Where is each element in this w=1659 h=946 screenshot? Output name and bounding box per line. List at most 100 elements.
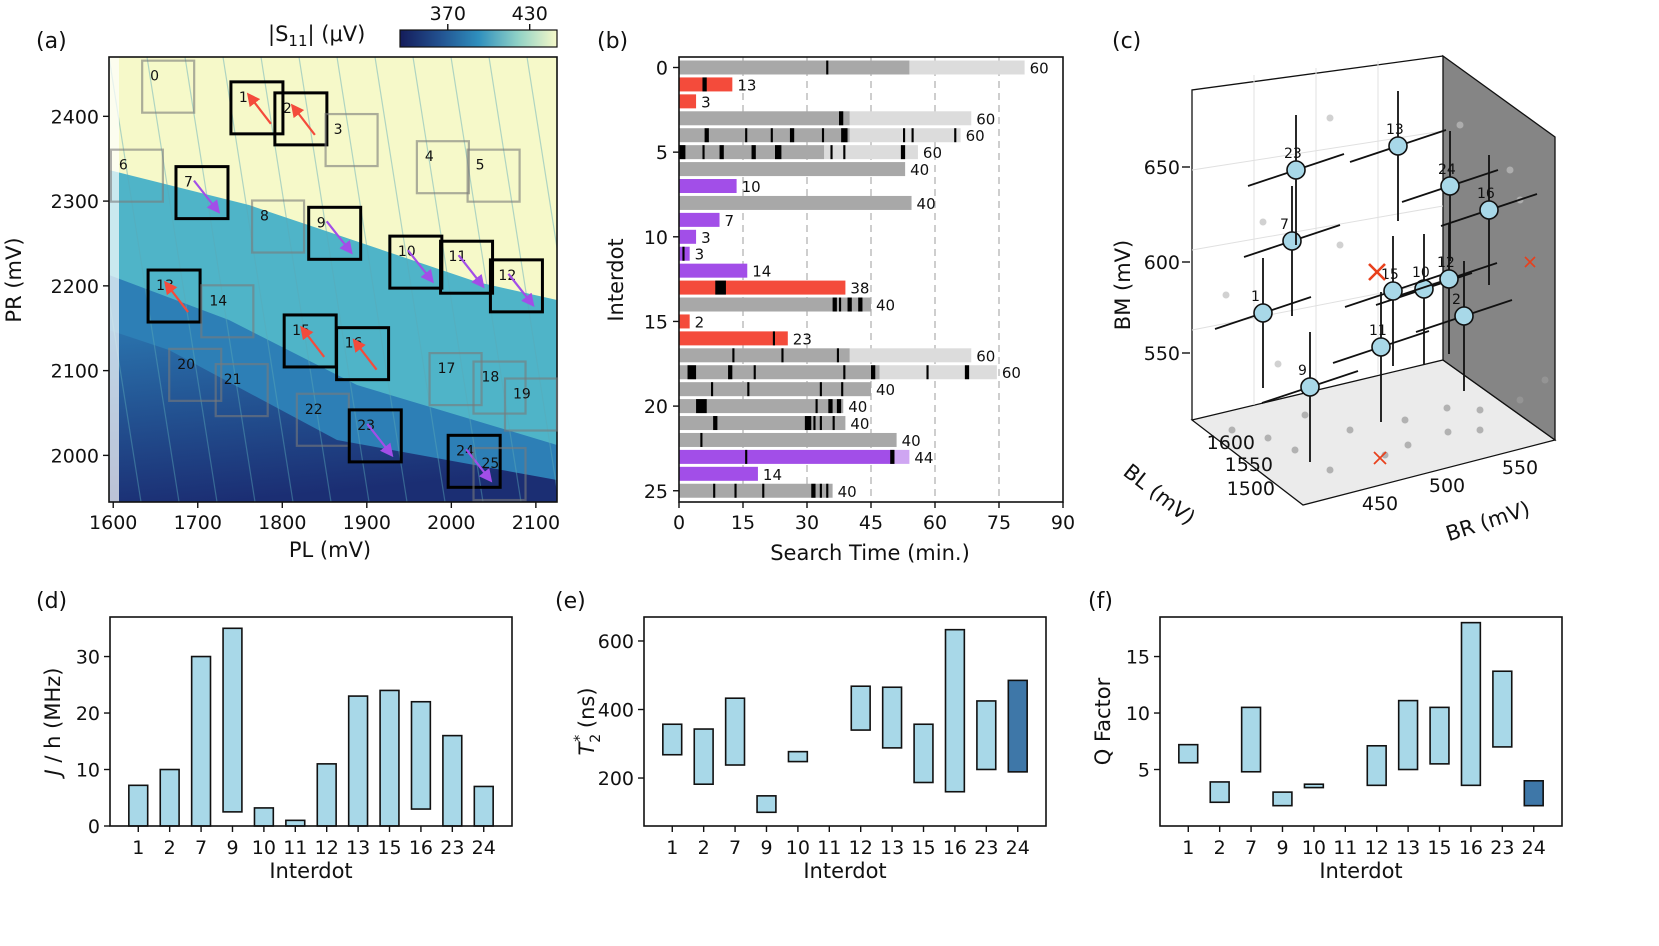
bar-value-label: 23 [793,330,812,348]
panel-frame [643,616,1047,827]
projection-shadow [1228,426,1236,434]
search-bar [679,60,910,75]
panel-b-xtick-label: 15 [731,512,755,534]
projection-shadow [1274,360,1282,368]
panel-a-xtick-label: 1700 [174,512,222,534]
ylabel: J / h (MHz) [41,668,65,780]
range-bar [787,750,809,763]
xtick-label: 13 [346,837,370,859]
range-bar [190,655,212,827]
projection-shadow [1404,441,1412,449]
bar-value-label: 7 [725,212,735,230]
bar-value-label: 40 [910,161,929,179]
bar-value-label: 44 [914,449,933,467]
xtick-label: 12 [849,837,873,859]
panel-a-ytick-label: 2100 [51,361,99,383]
xlabel: Interdot [803,859,886,883]
transition-arrow [290,103,316,136]
xtick-label: 12 [1365,837,1389,859]
failed-point-marker [1368,263,1386,281]
side-wall-pane [1442,54,1556,442]
search-bar [679,297,871,312]
xtick-label: 24 [472,837,496,859]
search-bar [679,399,844,414]
detection-event [745,128,748,143]
detection-event [830,145,833,160]
charge-transition-line [450,57,522,502]
range-bar [379,689,400,827]
ytick-label: 0 [88,816,100,838]
detection-event [775,145,782,160]
bar-value-label: 13 [737,76,756,94]
search-bar [679,483,833,498]
panel-c-label: (c) [1112,29,1141,54]
data-point [1253,303,1273,323]
data-point-label: 24 [1438,162,1456,178]
bm-tick-label: 600 [1144,252,1180,274]
data-point-label: 10 [1412,265,1430,281]
ytick-label: 200 [598,768,634,790]
charge-transition-line [146,57,218,502]
ytick-label: 30 [76,647,100,669]
back-grid [1191,205,1444,251]
interdot-box-label: 6 [119,158,128,174]
search-bar [679,195,912,210]
detection-event [682,246,685,261]
search-bar-extra [894,449,910,464]
search-bar-extra [849,348,972,363]
search-bar [679,179,737,194]
ylabel-sub: 2 [588,734,604,743]
charge-transition-line [488,57,557,494]
bl-tick-label: 1550 [1225,454,1273,476]
panel-a-ylabel: PR (mV) [2,237,26,322]
detection-event [832,297,837,312]
panel-b-ytick-label: 15 [644,311,668,333]
interdot-box [488,258,544,314]
range-bar [128,784,149,827]
bar-value-label: 14 [763,466,782,484]
detection-event [732,348,735,363]
range-bar [442,734,463,827]
bar-value-label: 60 [976,347,995,365]
detection-event [839,111,844,126]
xtick-label: 15 [1427,837,1451,859]
interdot-box-label: 17 [438,361,456,377]
range-bar [1460,621,1482,787]
colorbar [399,29,558,48]
transition-arrow [164,280,189,313]
interdot-box-label: 25 [482,456,500,472]
range-bar [1303,783,1325,789]
projection-shadow [1326,466,1334,474]
ylabel-tail: / h (MHz) [41,668,65,770]
detection-event [836,348,839,363]
interdot-box [146,268,202,324]
panel-b-ytick-label: 0 [656,58,668,80]
xtick-label: 9 [226,837,238,859]
bar-value-label: 3 [701,229,711,247]
detection-event [813,416,816,431]
data-point-label: 15 [1381,267,1399,283]
detection-event [804,416,812,431]
xtick-label: 9 [760,837,772,859]
interdot-box [415,140,470,195]
detection-event [903,128,906,143]
detection-event [819,483,822,498]
bar-value-label: 40 [838,483,857,501]
panel-c-ylabel: BL (mV) [1119,459,1200,530]
bar-value-label: 40 [917,195,936,213]
bl-tick-label: 1600 [1207,432,1255,454]
detection-event [679,145,686,160]
range-bar [850,685,871,731]
search-bar-extra [879,365,997,380]
interdot-box [347,408,403,464]
bar-value-label: 60 [966,127,985,145]
xtick-label: 7 [195,837,207,859]
interdot-box [335,326,391,382]
projection-shadow [1259,218,1267,226]
panel-d-label: (d) [36,589,67,614]
back-grid [1191,280,1444,331]
interdot-box [439,239,495,295]
panel-a-xlabel: PL (mV) [289,538,371,562]
bm-tick-label: 650 [1144,157,1180,179]
data-point [1300,377,1320,397]
